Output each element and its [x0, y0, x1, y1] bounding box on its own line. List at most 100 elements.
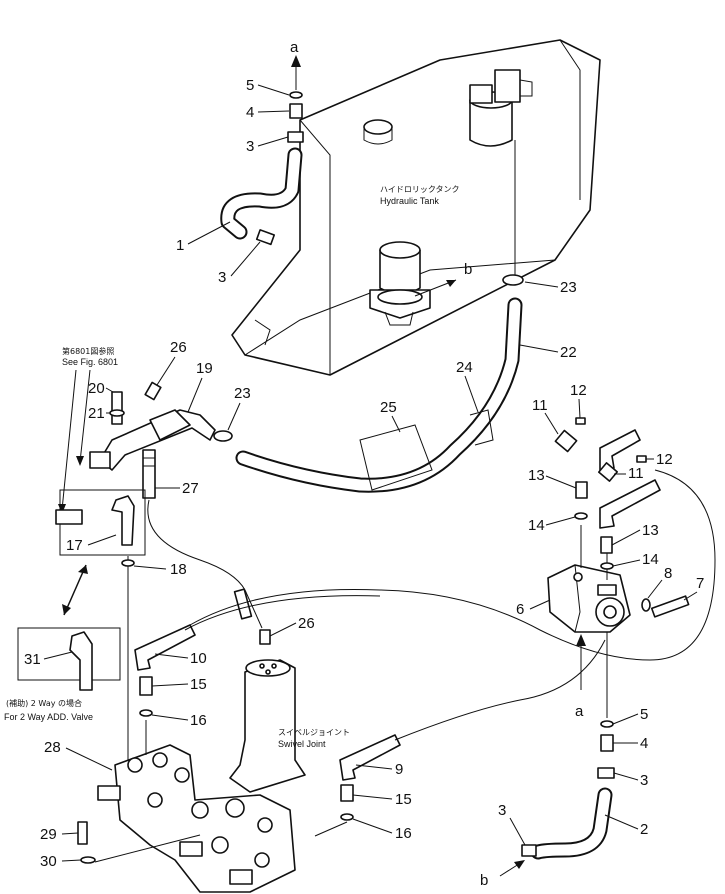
callout-14-lower: 14: [642, 551, 659, 568]
arrow-b-bottom-icon: [514, 860, 525, 869]
callout-23-left: 23: [234, 385, 251, 402]
double-arrow-down-icon: [62, 604, 71, 615]
o-ring-14-upper: [574, 512, 588, 520]
callout-14-upper: 14: [528, 517, 545, 534]
see-fig-jp: 第6801図参照: [62, 346, 114, 356]
o-ring-16-mid: [340, 813, 354, 821]
callout-20: 20: [88, 380, 105, 397]
callout-4-bottom: 4: [640, 735, 648, 752]
connector-b-tank: b: [464, 261, 472, 278]
callout-11-upper: 11: [532, 397, 548, 414]
o-ring-18: [121, 559, 135, 567]
o-ring-5-top: [289, 91, 303, 99]
fitting-13-lower: [600, 536, 613, 554]
bolt-29: [77, 821, 88, 845]
callout-5: 5: [246, 77, 254, 94]
callout-24: 24: [456, 359, 473, 376]
sleeve-25: [359, 424, 433, 491]
arrow-a-pump-icon: [576, 634, 586, 646]
connector-a-top: a: [290, 39, 299, 56]
callout-31: 31: [24, 651, 41, 668]
fitting-17: [111, 495, 135, 546]
callout-15-left: 15: [190, 676, 207, 693]
elbow-4-top: [289, 103, 303, 119]
callout-10: 10: [190, 650, 207, 667]
callout-9: 9: [395, 761, 403, 778]
washer-21: [109, 409, 125, 417]
clamp-3-bottom-left: [521, 844, 537, 857]
option-label-en: For 2 Way ADD. Valve: [4, 712, 93, 722]
bolt-7: [650, 595, 690, 618]
callout-5-bottom: 5: [640, 706, 648, 723]
callout-21: 21: [88, 405, 105, 422]
elbow-11-lower: [597, 462, 619, 482]
callout-26-top: 26: [170, 339, 187, 356]
clamp-3-top: [287, 131, 304, 143]
callouts: 5 4 3 1 3 23 22 24 25 26 19 23 20 21 27 …: [24, 77, 704, 870]
control-valve: [97, 744, 296, 893]
arrow-a-top-icon: [291, 55, 301, 67]
swivel-joint: スイベルジョイント Swivel Joint: [229, 629, 350, 793]
callout-12-upper: 12: [570, 382, 587, 399]
tank-label-jp: ハイドロリックタンク: [380, 185, 460, 194]
callout-3-bottom: 3: [640, 772, 648, 789]
bolt-20: [111, 391, 123, 425]
double-arrow-up-icon: [78, 565, 88, 574]
swivel-label-jp: スイベルジョイント: [278, 728, 350, 737]
see-fig-arrow1-icon: [76, 456, 84, 466]
plug-26: [144, 381, 162, 401]
callout-30: 30: [40, 853, 57, 870]
callout-2: 2: [640, 821, 648, 838]
callout-7: 7: [696, 575, 704, 592]
callout-13-lower: 13: [642, 522, 659, 539]
clamp-23-left: [213, 430, 233, 442]
callout-19: 19: [196, 360, 213, 377]
callout-26-swivel: 26: [298, 615, 315, 632]
plug-12-upper: [575, 417, 586, 425]
connector-a-pump: a: [575, 703, 584, 720]
connector-b-bottom: b: [480, 872, 488, 889]
hose-fitting-10: [134, 624, 196, 671]
callout-12-lower: 12: [656, 451, 673, 468]
washer-8: [641, 598, 651, 612]
arrow-b-tank-icon: [446, 280, 456, 287]
callout-27: 27: [182, 480, 199, 497]
plug-12-lower: [636, 455, 647, 463]
option-label-jp: (補助) 2 Way の場合: [6, 698, 82, 708]
callout-3-bottom-left: 3: [498, 802, 506, 819]
callout-28: 28: [44, 739, 61, 756]
callout-16-left: 16: [190, 712, 207, 729]
callout-11-lower: 11: [628, 465, 644, 482]
callout-4: 4: [246, 104, 254, 121]
elbow-11-upper: [554, 429, 578, 453]
elbow-4-bottom: [600, 734, 614, 752]
o-ring-5-bottom: [600, 720, 614, 728]
valve-fitting-b: [179, 841, 203, 857]
callout-3: 3: [246, 138, 254, 155]
o-ring-14-lower: [600, 562, 614, 570]
callout-3-mid: 3: [218, 269, 226, 286]
callout-1: 1: [176, 237, 184, 254]
callout-23-right: 23: [560, 279, 577, 296]
tank-label-en: Hydraulic Tank: [380, 196, 439, 206]
callout-13-upper: 13: [528, 467, 545, 484]
callout-25: 25: [380, 399, 397, 416]
valve-fitting-a: [97, 785, 121, 801]
callout-22: 22: [560, 344, 577, 361]
callout-18: 18: [170, 561, 187, 578]
fitting-26-swivel: [259, 629, 271, 645]
fitting-15-mid: [340, 784, 354, 802]
hydraulic-tank: ハイドロリックタンク Hydraulic Tank: [231, 39, 601, 376]
hydraulic-pump: [547, 564, 690, 633]
hose-end-swivel: [233, 588, 253, 620]
hose-fitting-lower: [599, 479, 661, 529]
valve-fitting-c: [229, 869, 253, 885]
left-tube-assembly: [89, 381, 246, 591]
callout-8: 8: [664, 565, 672, 582]
callout-16-mid: 16: [395, 825, 412, 842]
washer-30: [80, 856, 96, 864]
top-hose-assembly: a: [220, 39, 304, 246]
hose-27: [142, 449, 156, 499]
